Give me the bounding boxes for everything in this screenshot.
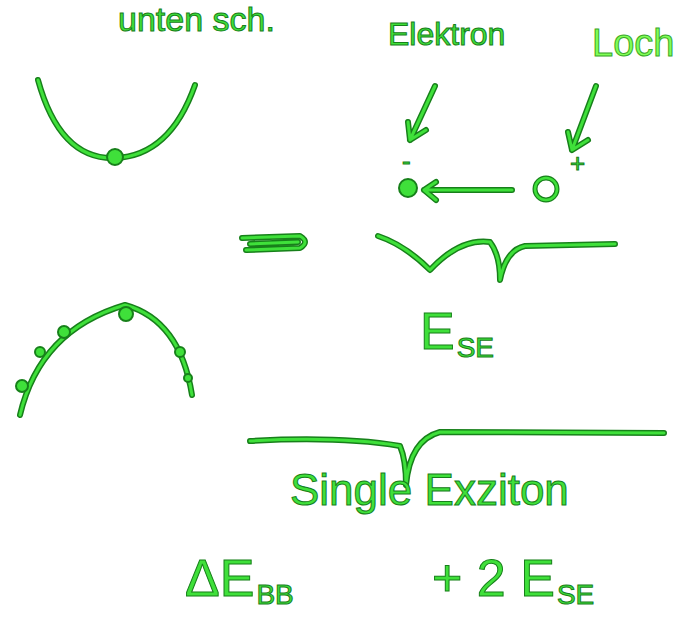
energy-symbol: ΔE bbox=[185, 552, 254, 604]
energy-subscript: BB bbox=[256, 581, 293, 609]
energy-symbol: + 2 E bbox=[432, 552, 555, 604]
particle-label: Elektron bbox=[388, 18, 505, 50]
energy-subscript: SE bbox=[557, 581, 594, 609]
particle-label: Loch bbox=[592, 24, 674, 62]
exciton-label: Single Exziton bbox=[290, 468, 569, 512]
energy-subscript: SE bbox=[457, 334, 494, 362]
heading-note: unten sch. bbox=[118, 2, 275, 36]
charge-sign: + bbox=[570, 150, 585, 176]
energy-symbol: E bbox=[420, 305, 455, 357]
charge-sign: - bbox=[402, 148, 411, 174]
